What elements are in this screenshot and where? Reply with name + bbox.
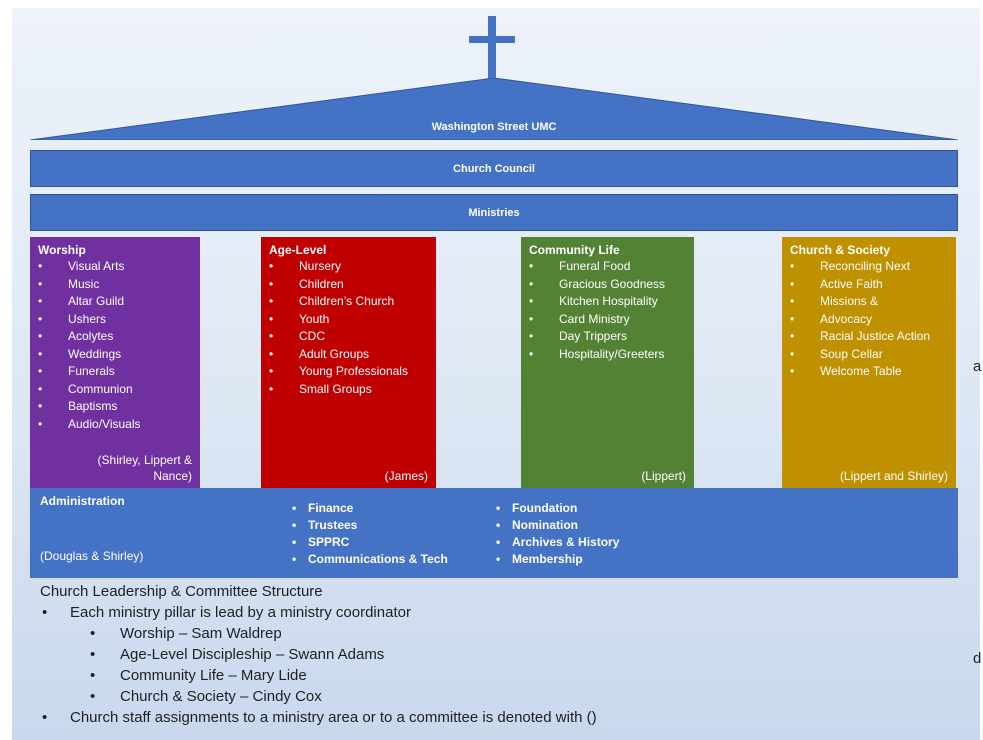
cross-vertical — [488, 16, 496, 90]
list-item: Advocacy — [790, 311, 948, 329]
list-item: Ushers — [38, 311, 192, 329]
staff-line: (James) — [384, 469, 428, 483]
list-item: Missions & — [790, 293, 948, 311]
staff-line: (Shirley, Lippert & — [97, 453, 192, 467]
ministries-banner: Ministries — [30, 194, 958, 231]
pillar-staff: (Lippert) — [641, 468, 686, 484]
notes-bullet: Each ministry pillar is lead by a minist… — [40, 602, 597, 623]
pillar-church-society: Church & Society Reconciling Next Active… — [782, 237, 956, 488]
coordinator-item: Community Life – Mary Lide — [40, 665, 597, 686]
list-item: Kitchen Hospitality — [529, 293, 686, 311]
pillar-title: Age-Level — [269, 243, 327, 257]
pillar-list: Visual Arts Music Altar Guild Ushers Aco… — [38, 258, 192, 433]
list-item: Nursery — [269, 258, 428, 276]
pillar-community-life: Community Life Funeral Food Gracious Goo… — [521, 237, 694, 488]
pillar-staff: (Lippert and Shirley) — [840, 468, 948, 484]
list-item: Altar Guild — [38, 293, 192, 311]
list-item: Small Groups — [269, 381, 428, 399]
notes-bullet: Church staff assignments to a ministry a… — [40, 707, 597, 728]
list-item: Young Professionals — [269, 363, 428, 381]
pillar-title: Church & Society — [790, 243, 891, 257]
pillar-list: Funeral Food Gracious Goodness Kitchen H… — [529, 258, 686, 363]
coordinator-item: Age-Level Discipleship – Swann Adams — [40, 644, 597, 665]
ministries-label: Ministries — [468, 207, 520, 219]
list-item: Membership — [496, 551, 619, 568]
list-item: Archives & History — [496, 534, 619, 551]
pillar-staff: (Shirley, Lippert & Nance) — [98, 452, 192, 484]
list-item: Gracious Goodness — [529, 276, 686, 294]
list-item: Card Ministry — [529, 311, 686, 329]
edge-glyph-a: a — [973, 358, 982, 375]
list-item: Communion — [38, 381, 192, 399]
structure-notes: Church Leadership & Committee Structure … — [40, 581, 597, 728]
list-item: Foundation — [496, 500, 619, 517]
list-item: Trustees — [292, 517, 448, 534]
list-item: CDC — [269, 328, 428, 346]
list-item: Reconciling Next — [790, 258, 948, 276]
list-item: Finance — [292, 500, 448, 517]
edge-glyph-d: d — [973, 650, 982, 667]
pillar-title: Worship — [38, 243, 86, 257]
pillar-staff: (James) — [385, 468, 428, 484]
org-chart-slide: Washington Street UMC Church Council Min… — [12, 8, 980, 740]
staff-line: (Lippert) — [641, 469, 686, 483]
list-item: Weddings — [38, 346, 192, 364]
list-item: SPPRC — [292, 534, 448, 551]
coordinator-item: Church & Society – Cindy Cox — [40, 686, 597, 707]
administration-title: Administration — [40, 494, 125, 508]
list-item: Visual Arts — [38, 258, 192, 276]
list-item: Funeral Food — [529, 258, 686, 276]
list-item: Children’s Church — [269, 293, 428, 311]
administration-staff: (Douglas & Shirley) — [40, 549, 144, 563]
list-item: Baptisms — [38, 398, 192, 416]
pillar-worship: Worship Visual Arts Music Altar Guild Us… — [30, 237, 200, 488]
list-item: Welcome Table — [790, 363, 948, 381]
cross-horizontal — [469, 36, 515, 43]
roof-triangle — [30, 78, 958, 140]
list-item: Children — [269, 276, 428, 294]
coordinator-item: Worship – Sam Waldrep — [40, 623, 597, 644]
list-item: Day Trippers — [529, 328, 686, 346]
administration-list-1: Finance Trustees SPPRC Communications & … — [292, 500, 448, 568]
staff-line: (Lippert and Shirley) — [839, 469, 948, 483]
pillar-list: Nursery Children Children’s Church Youth… — [269, 258, 428, 398]
list-item: Communications & Tech — [292, 551, 448, 568]
list-item: Soup Cellar — [790, 346, 948, 364]
staff-line: Nance) — [153, 469, 192, 483]
pillar-age-level: Age-Level Nursery Children Children’s Ch… — [261, 237, 436, 488]
list-item: Funerals — [38, 363, 192, 381]
list-item: Audio/Visuals — [38, 416, 192, 434]
pillar-list: Reconciling Next Active Faith Missions &… — [790, 258, 948, 381]
list-item: Youth — [269, 311, 428, 329]
list-item: Adult Groups — [269, 346, 428, 364]
list-item: Hospitality/Greeters — [529, 346, 686, 364]
roof-title: Washington Street UMC — [431, 121, 557, 133]
notes-heading: Church Leadership & Committee Structure — [40, 583, 323, 600]
administration-bar: Administration (Douglas & Shirley) Finan… — [30, 488, 958, 578]
church-council-label: Church Council — [453, 163, 535, 175]
church-council-banner: Church Council — [30, 150, 958, 187]
list-item: Racial Justice Action — [790, 328, 948, 346]
list-item: Active Faith — [790, 276, 948, 294]
list-item: Music — [38, 276, 192, 294]
pillar-title: Community Life — [529, 243, 620, 257]
list-item: Acolytes — [38, 328, 192, 346]
administration-list-2: Foundation Nomination Archives & History… — [496, 500, 619, 568]
list-item: Nomination — [496, 517, 619, 534]
